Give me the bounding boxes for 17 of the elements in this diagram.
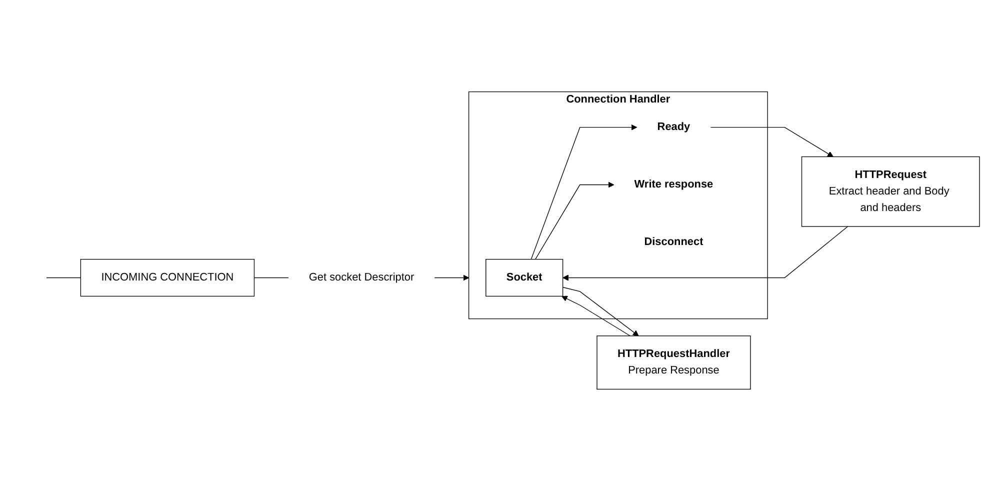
node-text: Get socket Descriptor <box>308 272 414 284</box>
arrow <box>562 286 639 336</box>
arrow <box>535 182 614 260</box>
node-text: Write response <box>634 178 714 190</box>
arrow <box>710 127 834 157</box>
connector <box>254 277 289 278</box>
arrow <box>530 124 638 260</box>
node-box: HTTPRequestHandler Prepare Response <box>596 336 751 390</box>
arrow <box>562 226 848 281</box>
arrow <box>434 274 470 281</box>
node-box: INCOMING CONNECTION <box>80 258 255 297</box>
node-text: Disconnect <box>644 236 704 248</box>
node-text: Ready <box>657 121 690 133</box>
connector <box>46 277 82 278</box>
node-box: Socket <box>486 258 564 297</box>
node-box: HTTPRequest Extract header and Body and headers <box>801 156 980 227</box>
arrow <box>562 296 630 336</box>
